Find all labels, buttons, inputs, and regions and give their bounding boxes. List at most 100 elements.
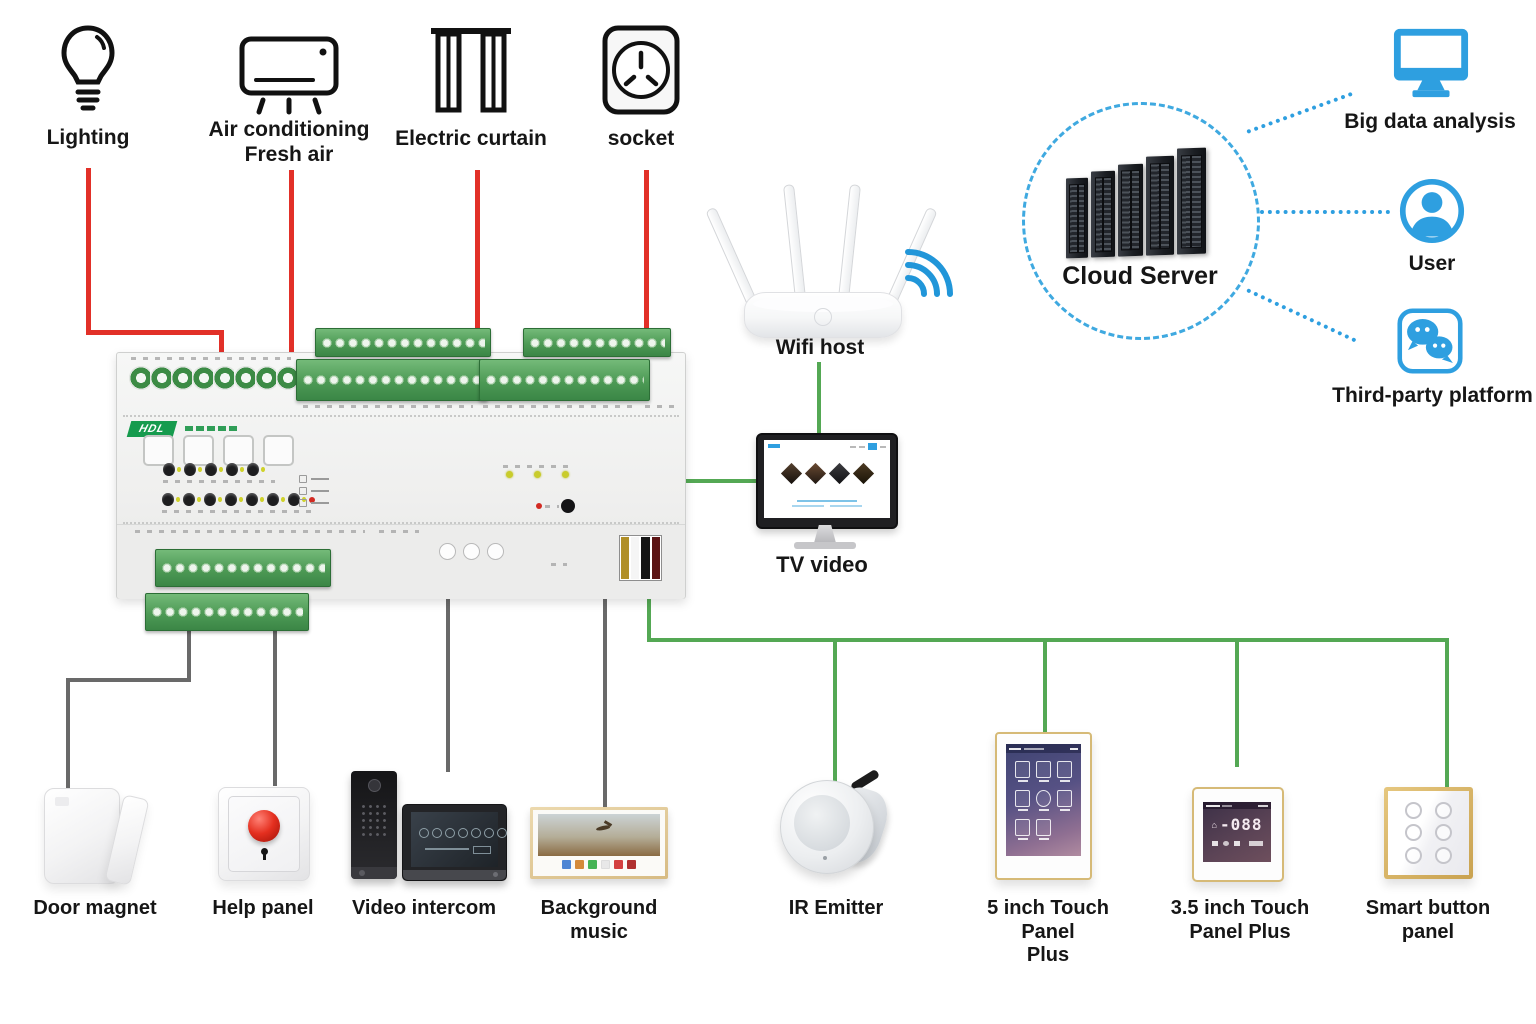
fineprint xyxy=(303,405,473,408)
green-wire-controller-tv xyxy=(685,479,757,483)
channel-button[interactable] xyxy=(246,493,258,506)
channel-button[interactable] xyxy=(183,493,195,506)
touch-panel-5inch[interactable] xyxy=(995,732,1092,880)
channel-led xyxy=(218,467,223,472)
panel-button[interactable] xyxy=(1435,847,1453,865)
keyhole xyxy=(261,848,268,855)
intercom-screen-button xyxy=(473,846,491,854)
red-wire-lighting-drop xyxy=(219,330,224,354)
intercom-keypad xyxy=(360,803,388,839)
scene-button[interactable] xyxy=(143,435,174,466)
bus-wire-colors xyxy=(619,535,662,581)
channel-button[interactable] xyxy=(163,463,175,476)
fineprint xyxy=(503,465,575,468)
device-label: 3.5 inch Touch Panel Plus xyxy=(1170,897,1310,943)
status-led-yellow xyxy=(562,471,569,478)
intercom-camera xyxy=(368,779,381,792)
cloud-dashed-circle xyxy=(1022,102,1260,340)
scene-button[interactable] xyxy=(263,435,294,466)
dotted-link-user xyxy=(1260,210,1390,214)
top-device-label: Air conditioning Fresh air xyxy=(208,118,370,166)
channel-led xyxy=(175,497,180,502)
screen-main-display: ⌂ -088 xyxy=(1203,815,1271,834)
top-device-label: Electric curtain xyxy=(395,127,547,150)
panel-button[interactable] xyxy=(1435,801,1453,819)
channel-led xyxy=(197,467,202,472)
server-rack xyxy=(1146,155,1174,256)
perforation-line xyxy=(123,522,679,524)
program-button[interactable] xyxy=(561,499,575,513)
terminal-block-raised-right xyxy=(523,328,671,357)
tv-stand-base xyxy=(794,542,856,549)
scene-button[interactable] xyxy=(223,435,254,466)
intercom-monitor xyxy=(402,804,507,881)
home-icon: ⌂ xyxy=(1211,819,1217,830)
terminal-pins xyxy=(151,606,303,618)
fineprint xyxy=(483,405,633,408)
channel-button[interactable] xyxy=(184,463,196,476)
gray-wire-intercom xyxy=(446,596,450,772)
channel-button[interactable] xyxy=(225,493,237,506)
channel-led xyxy=(280,497,285,502)
panel-button[interactable] xyxy=(1435,824,1453,842)
gray-wire-doormagnet-v2 xyxy=(66,678,70,790)
screen-status-bar xyxy=(1006,744,1081,753)
channel-button[interactable] xyxy=(226,463,238,476)
touch-panel-35inch[interactable]: ⌂ -088 xyxy=(1192,787,1284,882)
red-wire-lighting-h xyxy=(86,330,224,335)
fineprint xyxy=(163,480,275,483)
fineprint xyxy=(162,510,312,513)
smart-controller-module: HDL xyxy=(116,328,686,599)
emergency-button[interactable] xyxy=(248,810,280,842)
red-wire-socket xyxy=(644,170,649,328)
keyhole-stem xyxy=(263,853,266,860)
panel-button[interactable] xyxy=(1404,801,1422,819)
air-conditioner-icon xyxy=(239,36,339,115)
channel-led xyxy=(238,497,243,502)
channel-button[interactable] xyxy=(162,493,174,506)
channel-button[interactable] xyxy=(205,463,217,476)
channel-button[interactable] xyxy=(267,493,279,506)
fineprint xyxy=(131,357,291,360)
channel-button[interactable] xyxy=(247,463,259,476)
panel-button[interactable] xyxy=(1404,847,1422,865)
terminal-block-top-right xyxy=(479,359,650,401)
scene-button[interactable] xyxy=(183,435,214,466)
tv-ui-text xyxy=(792,505,824,507)
connector-circle xyxy=(487,543,504,560)
green-drop-5inch-panel xyxy=(1043,640,1047,732)
device-label: 5 inch Touch Panel Plus xyxy=(987,897,1109,967)
wifi-host-label: Wifi host xyxy=(775,336,865,359)
channel-button[interactable] xyxy=(204,493,216,506)
router-button xyxy=(814,308,832,326)
tv-ui-text xyxy=(797,500,857,502)
brand-text: HDL xyxy=(137,423,167,435)
perforation-line xyxy=(123,415,679,417)
red-wire-curtain xyxy=(475,170,480,328)
terminal-block-top-left xyxy=(296,359,488,401)
wire-stripe-maroon xyxy=(651,537,660,579)
red-wire-ac xyxy=(289,170,294,354)
channel-button[interactable] xyxy=(288,493,300,506)
curtain-icon xyxy=(431,28,511,113)
tv-stand-neck xyxy=(814,525,836,543)
fineprint xyxy=(135,530,365,533)
green-drop-smart-panel xyxy=(1445,640,1449,787)
tv-ui-text xyxy=(830,505,862,507)
fineprint xyxy=(645,405,675,408)
wire-stripe-gold xyxy=(621,537,630,579)
intercom-screen xyxy=(411,812,507,867)
terminal-pins xyxy=(161,562,325,574)
gray-wire-doormagnet-v1 xyxy=(187,624,191,682)
ir-dome xyxy=(794,795,850,851)
channel-led xyxy=(259,497,264,502)
panel-button[interactable] xyxy=(1404,824,1422,842)
light-bulb-icon xyxy=(61,25,115,111)
green-wire-controller-bus xyxy=(647,580,651,640)
smart-button-panel[interactable] xyxy=(1384,787,1473,879)
dotted-link-thirdparty xyxy=(1246,288,1357,343)
red-wire-lighting-v xyxy=(86,168,91,333)
help-panel xyxy=(218,787,310,881)
model-text-decor xyxy=(185,426,239,431)
